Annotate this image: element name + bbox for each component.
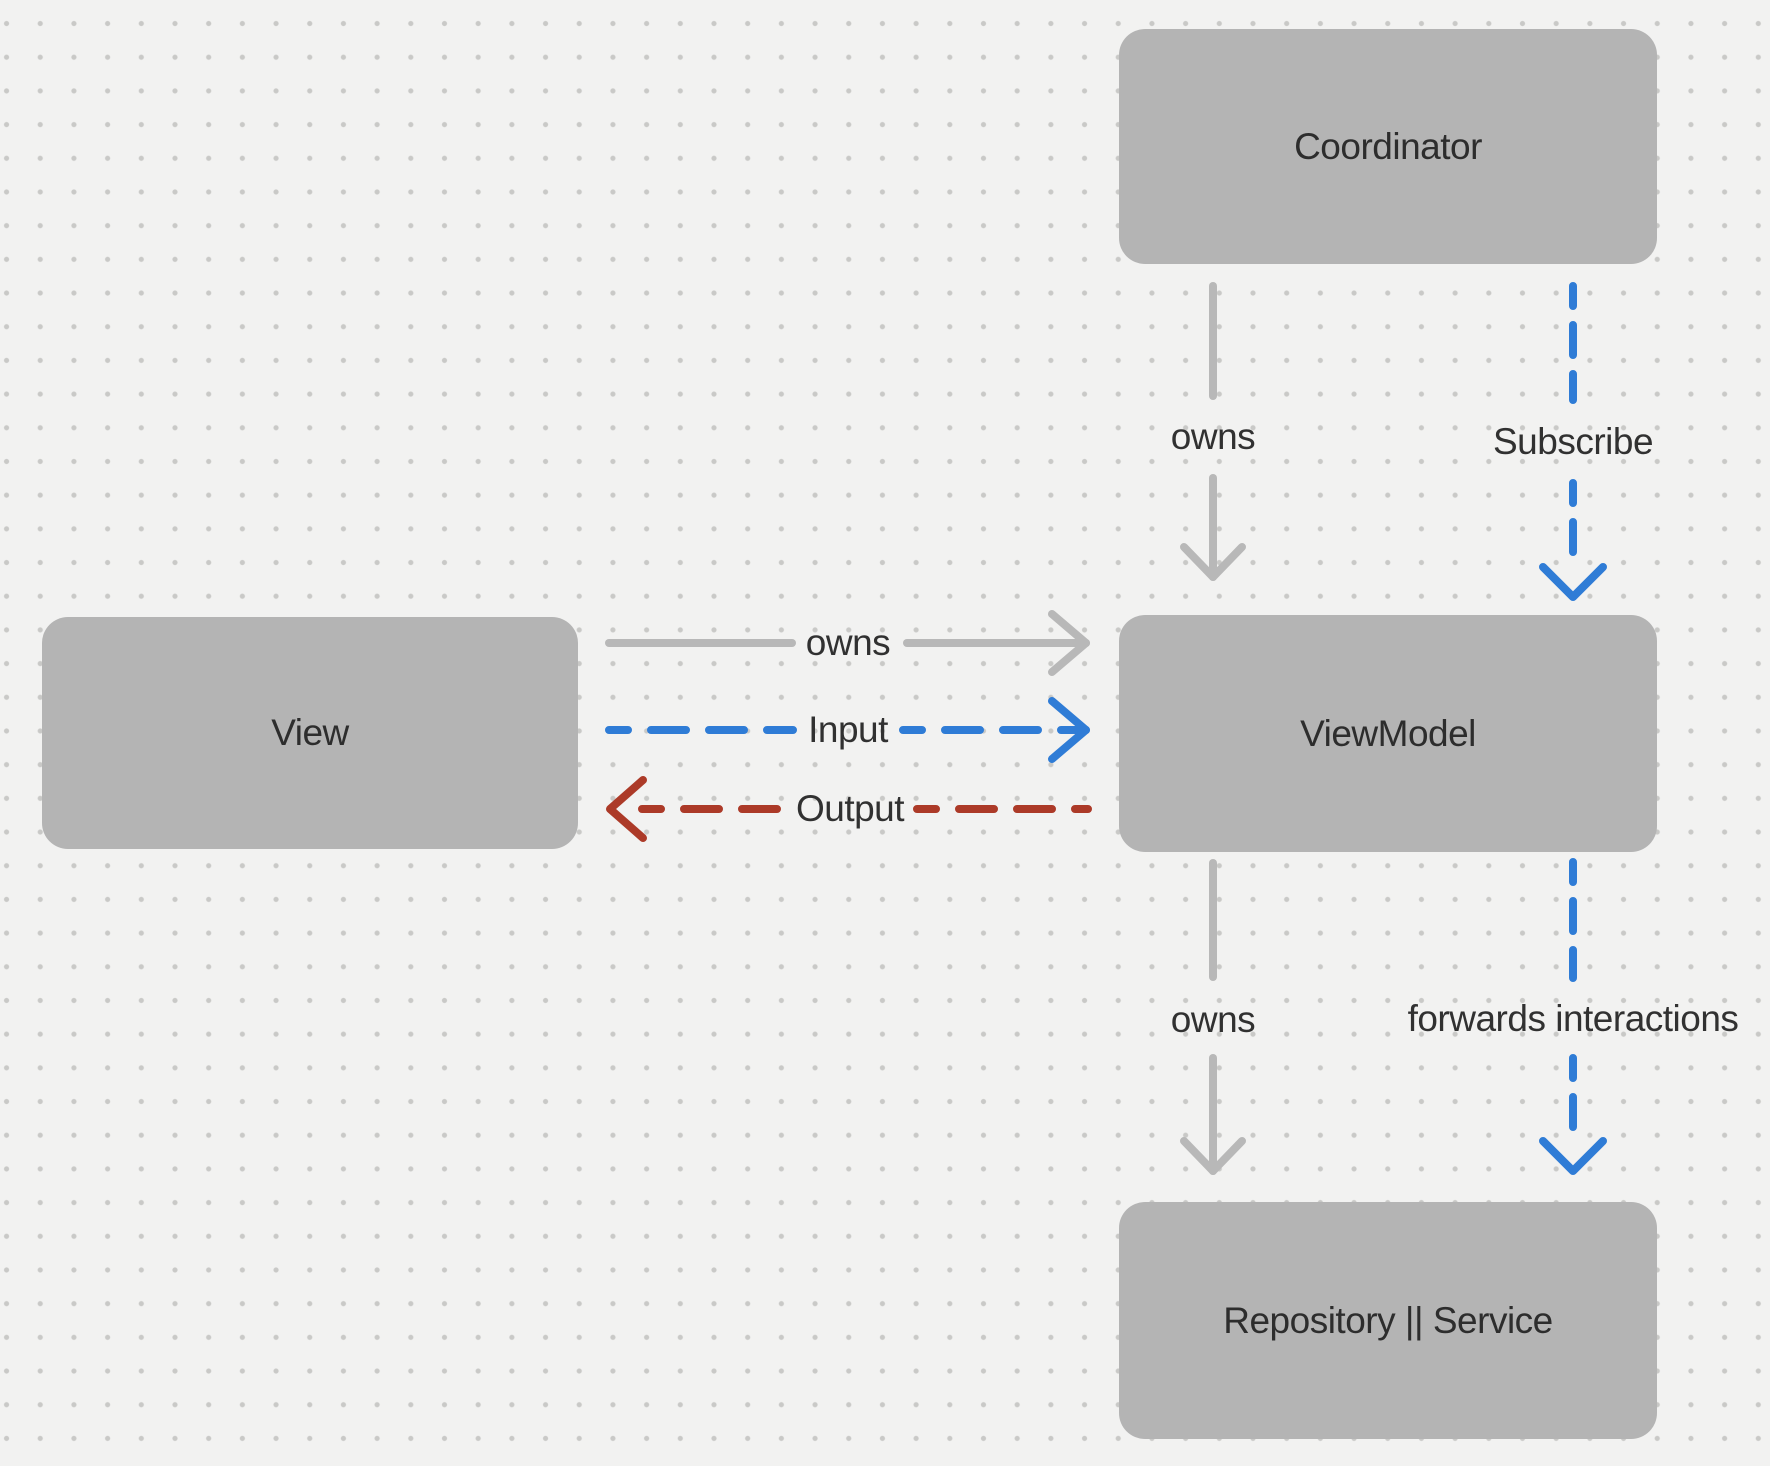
node-view-label: View [271, 712, 349, 753]
edge-coordinator-owns-viewmodel [1180, 282, 1246, 581]
arrowhead-down-gray [1180, 543, 1246, 581]
arrowhead-right-blue [1048, 697, 1090, 763]
edge-coordinator-subscribe-viewmodel [1539, 282, 1607, 601]
node-viewmodel-label: ViewModel [1300, 712, 1476, 754]
edge-viewmodel-owns-repository [1180, 859, 1246, 1175]
arrowhead-down-blue [1539, 563, 1607, 601]
edge-view-input-viewmodel [605, 697, 1090, 763]
arrowhead-left-red [606, 776, 647, 842]
node-view: View [42, 617, 578, 849]
node-coordinator: Coordinator [1119, 29, 1657, 264]
edge-viewmodel-output-view [606, 776, 1092, 842]
edge-label-viewmodel-output-view: Output [795, 788, 905, 829]
arrowhead-down-gray [1180, 1137, 1246, 1175]
edge-label-viewmodel-forwards-repository: forwards interactions [1407, 998, 1739, 1039]
node-repository-label: Repository || Service [1223, 1299, 1553, 1341]
edge-label-view-input-viewmodel: Input [808, 709, 888, 750]
edge-label-coordinator-subscribe-viewmodel: Subscribe [1492, 421, 1654, 462]
node-viewmodel: ViewModel [1119, 615, 1657, 852]
edge-label-coordinator-owns-viewmodel: owns [1170, 416, 1256, 457]
arrowhead-right-gray [1048, 610, 1090, 676]
edge-label-view-owns-viewmodel: owns [805, 622, 891, 663]
edge-viewmodel-forwards-repository [1539, 858, 1607, 1175]
edge-view-owns-viewmodel [605, 610, 1090, 676]
edge-label-viewmodel-owns-repository: owns [1170, 999, 1256, 1040]
arrowhead-down-blue [1539, 1137, 1607, 1175]
node-coordinator-label: Coordinator [1294, 125, 1482, 167]
node-repository: Repository || Service [1119, 1202, 1657, 1439]
